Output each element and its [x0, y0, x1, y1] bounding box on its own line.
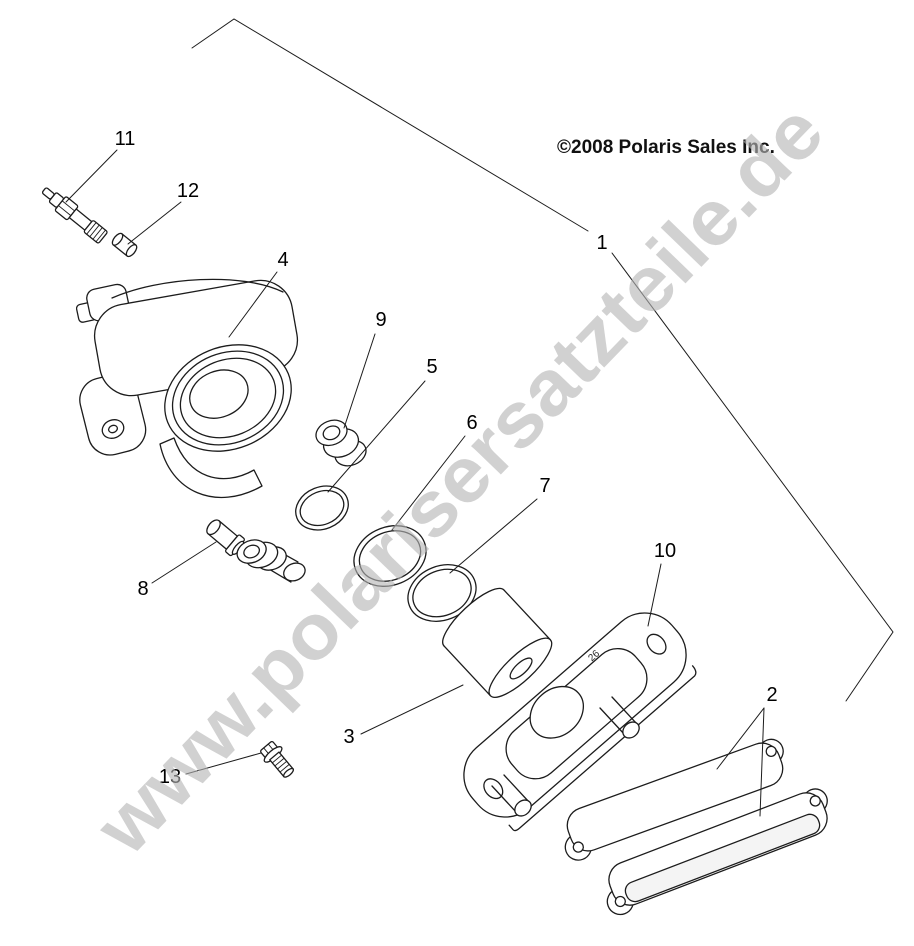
callout-2: 2: [766, 684, 777, 706]
callout-5: 5: [426, 356, 437, 378]
dust-boot: [315, 419, 367, 467]
square-ring-seal: [353, 525, 427, 587]
callout-1: 1: [596, 232, 607, 254]
callout-9: 9: [375, 309, 386, 331]
callout-11: 11: [115, 128, 136, 150]
callout-12: 12: [177, 180, 199, 202]
leader-lines: [65, 149, 765, 817]
callout-3: 3: [343, 726, 354, 748]
assembly-reference-lines: [191, 18, 894, 702]
callout-6: 6: [466, 412, 477, 434]
piston: [442, 587, 553, 698]
pin-boot: [236, 539, 306, 583]
guide-pin: [206, 519, 245, 557]
brake-pad-backing-plate: [564, 738, 784, 861]
piston-seal-ring: [295, 485, 349, 531]
caliper-bore: [164, 344, 292, 452]
brake-pad-friction-pad: [606, 788, 828, 916]
callout-8: 8: [137, 578, 148, 600]
callout-10: 10: [654, 540, 676, 562]
callout-numbers: 11 12 4 1 9 5 6 7 8 10 3 2 13: [115, 128, 778, 788]
mounting-bracket: 26: [463, 612, 697, 832]
callout-7: 7: [539, 475, 550, 497]
callout-13: 13: [159, 766, 181, 788]
caliper-housing: [75, 278, 299, 499]
copyright-notice: ©2008 Polaris Sales Inc.: [557, 137, 775, 158]
bleeder-screw: [41, 187, 108, 244]
bleeder-cap: [111, 232, 138, 258]
caliper-ear-hole: [101, 419, 125, 439]
flange-bolt: [260, 741, 295, 778]
callout-4: 4: [277, 249, 288, 271]
o-ring: [407, 564, 477, 622]
